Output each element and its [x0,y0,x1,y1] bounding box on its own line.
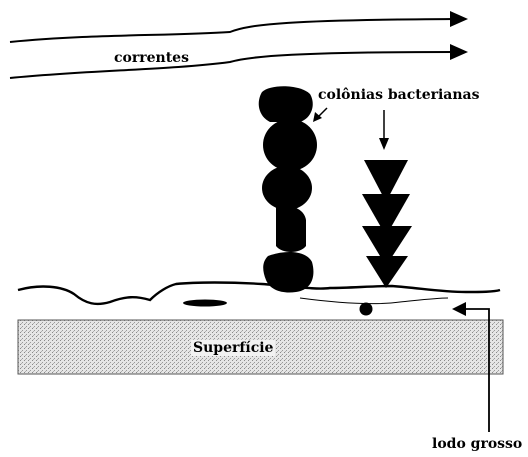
current-arrowhead-top [450,11,468,27]
current-arrows [10,11,468,78]
current-arrow-top [10,19,455,42]
currents-label: correntes [114,51,189,65]
colony-pointer-arrow [313,108,327,122]
sludge-line [18,283,500,304]
bacterial-colony-column [259,86,317,292]
sludge-lower-edge [300,298,448,304]
sludge-particle-round [360,303,373,316]
surface-label: Superfície [191,340,275,356]
bacterial-colonies-label: colônias bacterianas [318,88,480,102]
current-arrowhead-bottom [450,44,468,60]
thick-sludge-label: lodo grosso [432,437,522,451]
bacterial-colony-cone [362,160,412,288]
colony-down-arrow [379,110,389,150]
sludge-particle-flat [183,300,227,307]
current-arrow-bottom [10,52,455,78]
